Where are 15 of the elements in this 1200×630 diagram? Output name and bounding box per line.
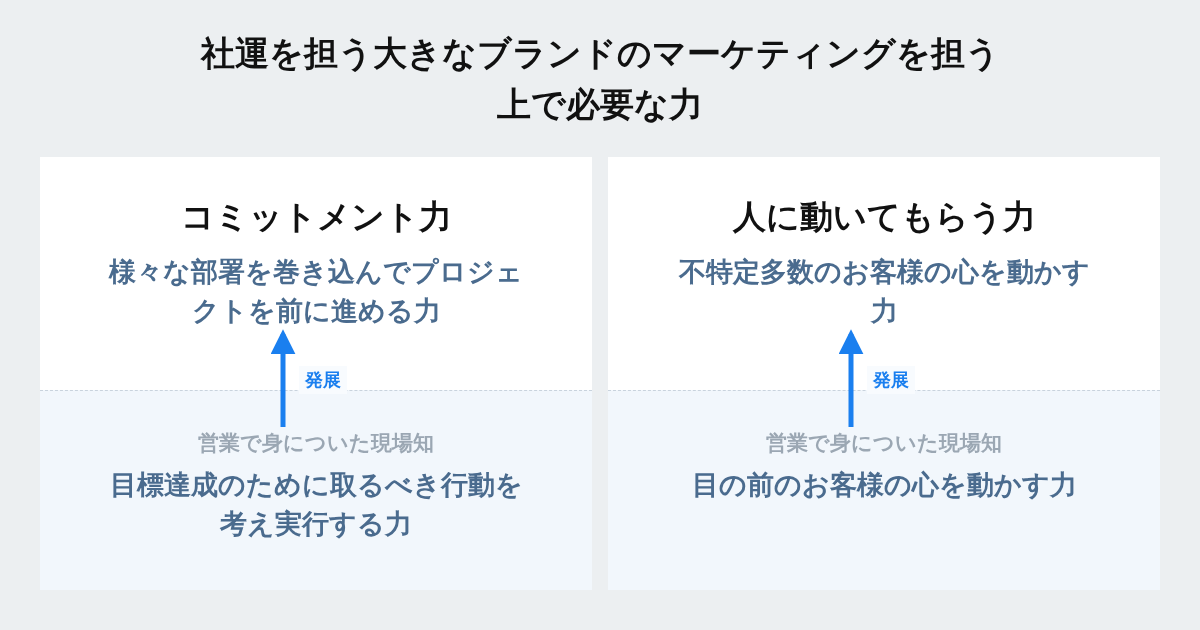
card-heading: 人に動いてもらう力 — [731, 196, 1037, 238]
edge-label: 発展 — [867, 365, 915, 394]
skill-text: 不特定多数のお客様の心を動かす力 — [668, 252, 1100, 331]
title: 社運を担う大きなブランドのマーケティングを担う上で必要な力 — [200, 32, 1000, 126]
arrow — [270, 329, 296, 427]
card — [608, 157, 1160, 590]
skill-text: 様々な部署を巻き込んでプロジェクトを前に進める力 — [100, 252, 532, 331]
card — [40, 157, 592, 590]
skill-text: 目標達成のために取るべき行動を考え実行する力 — [108, 468, 524, 542]
edge-label: 発展 — [299, 365, 347, 394]
sub-label: 営業で身についた現場知 — [765, 430, 1003, 457]
card-heading: コミットメント力 — [179, 196, 453, 238]
arrow — [838, 329, 864, 427]
sub-label: 営業で身についた現場知 — [197, 430, 435, 457]
skill-text: 目の前のお客様の心を動かす力 — [690, 468, 1078, 502]
